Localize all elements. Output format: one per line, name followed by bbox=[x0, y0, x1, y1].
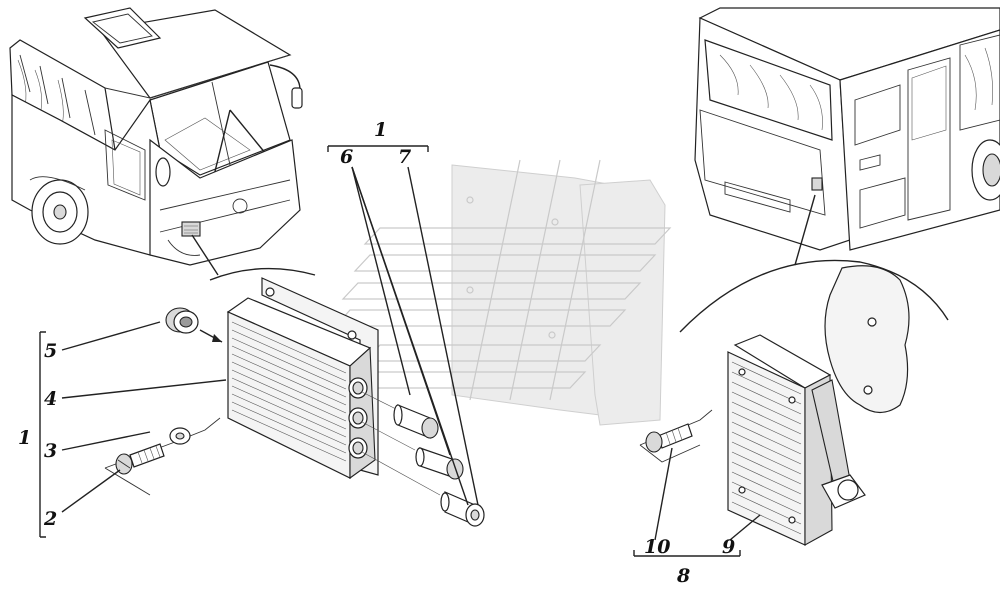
front-zoom-arc bbox=[209, 267, 316, 281]
callout-leaders bbox=[39, 145, 761, 557]
front-bus-view bbox=[9, 7, 303, 266]
rear-bus-view bbox=[694, 7, 1000, 251]
front-screw-and-washer bbox=[104, 417, 221, 496]
callout-1-left: 1 bbox=[18, 427, 31, 449]
rear-lamp-screw bbox=[639, 409, 713, 463]
rear-zoom-arc bbox=[679, 259, 949, 333]
callout-3: 3 bbox=[44, 440, 57, 462]
bulb-socket-upper bbox=[361, 391, 439, 439]
callout-6: 6 bbox=[340, 146, 353, 168]
lamp-ribs bbox=[231, 321, 347, 462]
callout-2: 2 bbox=[43, 508, 57, 530]
watermark-logo bbox=[334, 159, 672, 426]
grommet bbox=[165, 307, 223, 343]
front-location-leader bbox=[191, 234, 219, 276]
callout-4: 4 bbox=[44, 388, 57, 410]
front-lamp-assembly bbox=[226, 277, 379, 480]
callout-5: 5 bbox=[44, 340, 57, 362]
rear-lamp-assembly bbox=[727, 334, 866, 546]
callout-1-top: 1 bbox=[374, 119, 387, 141]
rear-location-leader bbox=[794, 194, 816, 266]
callout-9: 9 bbox=[722, 536, 735, 558]
callout-8: 8 bbox=[676, 565, 690, 587]
callout-10: 10 bbox=[644, 536, 670, 558]
bulb-socket-lower bbox=[361, 451, 485, 527]
callout-7: 7 bbox=[398, 146, 411, 168]
rear-mount-plate bbox=[824, 265, 910, 414]
